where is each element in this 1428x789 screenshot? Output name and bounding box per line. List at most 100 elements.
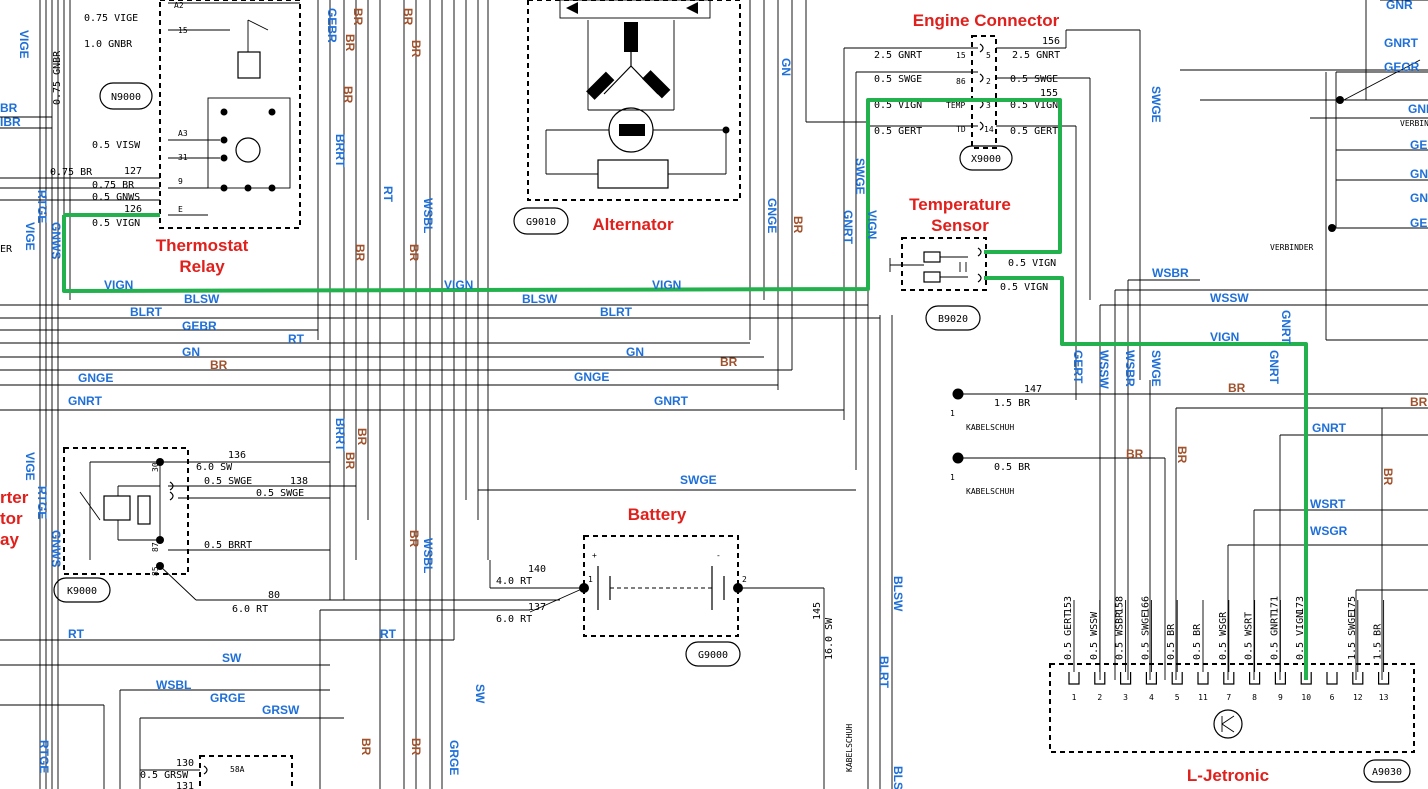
l-jetronic-wire-number: 153 — [1063, 596, 1074, 614]
middle-vertical-wires — [317, 0, 978, 789]
wire-label: SWGE — [1149, 350, 1163, 387]
wire-label: BR — [409, 40, 423, 58]
annotation: 147 — [1024, 384, 1042, 395]
annotation: 0.5 VIGN — [92, 218, 140, 229]
annotation: 0.5 GERT — [1010, 126, 1058, 137]
l-jetronic-pin-number: 11 — [1198, 693, 1208, 702]
annotation: VERBINDER — [1270, 243, 1314, 252]
l-jetronic-pin-number: 3 — [1123, 693, 1128, 702]
l-jetronic-wire-label: 0.5 GNRT — [1269, 612, 1280, 660]
wire-label: RTGE — [37, 740, 51, 773]
battery-label: Battery — [628, 505, 687, 524]
pin-3: 3 — [986, 101, 991, 110]
thermostat-relay-label-2: Relay — [179, 257, 225, 276]
annotation: 0.75 BR — [50, 167, 93, 178]
l-jetronic-pin-number: 8 — [1252, 693, 1257, 702]
b9020-badge — [925, 305, 981, 331]
annotation: 0.75 GNBR — [52, 50, 63, 105]
wire-label: SW — [473, 684, 487, 704]
annotation: 0.5 GERT — [874, 126, 922, 137]
annotation: 0.5 GNWS — [92, 192, 140, 203]
wire-label: SWGE — [853, 158, 867, 195]
annotation: 1.5 BR — [994, 398, 1031, 409]
g9010-id: G9010 — [526, 217, 556, 228]
wire-label: GN — [182, 345, 200, 359]
wire-label: GN — [1410, 191, 1428, 205]
l-jetronic-wire-label: 1.5 SWGE — [1347, 612, 1358, 660]
wire-label: BLRT — [877, 656, 891, 689]
l-jetronic-pin-number: 10 — [1301, 693, 1311, 702]
wire-label: GEGR — [1384, 60, 1420, 74]
wire-label: VIGN — [865, 210, 879, 239]
pin-31: 31 — [178, 153, 188, 162]
annotation: 131 — [176, 781, 194, 789]
wire-label: VIGE — [23, 452, 37, 481]
wire-label: SW — [222, 651, 242, 665]
alternator: G9010 Alternator — [513, 0, 741, 235]
l-jetronic-pin — [1326, 672, 1338, 685]
wire-label: VIGE — [17, 30, 31, 59]
annotation: KABELSCHUH — [966, 487, 1014, 496]
annotation: 6.0 SW — [196, 462, 233, 473]
l-jetronic-pin — [1352, 672, 1364, 685]
wire-label: GERT — [1071, 350, 1085, 384]
k9000-badge — [53, 577, 111, 603]
l-jetronic-wire-label: 0.5 WSRT — [1244, 612, 1255, 660]
wire-label: GNRT — [68, 394, 103, 408]
battery: + - 1 2 G9000 Battery 4.0 RT 140 6.0 RT … — [489, 505, 854, 789]
wire-label: VIGN — [652, 278, 681, 292]
l-jetronic-pin-number: 7 — [1226, 693, 1231, 702]
l-jetronic-pin-number: 13 — [1379, 693, 1389, 702]
annotation: 126 — [124, 204, 142, 215]
annotation: KABELSCHUH — [845, 724, 854, 772]
annotation: 156 — [1042, 36, 1060, 47]
l-jetronic-wire-number: 171 — [1269, 596, 1280, 614]
wire-label: BR — [791, 216, 805, 234]
pin-1: 1 — [950, 473, 955, 482]
annotation: 155 — [1040, 88, 1058, 99]
engine-connector-label: Engine Connector — [913, 11, 1060, 30]
a9030-badge — [1363, 759, 1411, 783]
battery-pin-2: 2 — [742, 575, 747, 584]
pin-85: 85 — [151, 566, 160, 576]
annotation: VERBINDER — [1400, 119, 1428, 128]
battery-plus: + — [592, 551, 597, 560]
annotation: 0.5 VIGN — [1008, 258, 1056, 269]
l-jetronic-pin — [1300, 672, 1312, 685]
n9000-id: N9000 — [111, 92, 141, 103]
l-jetronic-wire-number: 158 — [1115, 596, 1126, 614]
alternator-label: Alternator — [592, 215, 674, 234]
wire-label: GNRT — [1279, 310, 1293, 345]
starter-relay-label-1: rter — [0, 488, 29, 507]
wire-label: VIGN — [1210, 330, 1239, 344]
annotation: 0.5 SWGE — [1010, 74, 1058, 85]
l-jetronic-pin-number: 2 — [1097, 693, 1102, 702]
annotation: 0.5 SWGE — [256, 488, 304, 499]
annotation: 6.0 RT — [496, 614, 532, 625]
wire-label: WSBR — [1123, 350, 1137, 387]
wire-label: GNRT — [1384, 36, 1419, 50]
l-jetronic-pin-number: 1 — [1072, 693, 1077, 702]
wire-label: RT — [380, 627, 397, 641]
x9000-id: X9000 — [971, 154, 1001, 165]
wire-label: GE — [1410, 216, 1427, 230]
l-jetronic-wire-number: 175 — [1347, 596, 1358, 614]
l-jetronic-pin — [1378, 672, 1390, 685]
wire-label: GNR — [1386, 0, 1413, 12]
l-jetronic-wire-label: 0.5 WSBR — [1115, 611, 1126, 660]
l-jetronic-pin — [1145, 672, 1157, 685]
pin-9: 9 — [178, 177, 183, 186]
l-jetronic-pin — [1249, 672, 1261, 685]
pin-15: 15 — [178, 26, 188, 35]
wire-label: GNRT — [1408, 102, 1428, 116]
annotation: 138 — [290, 476, 308, 487]
l-jetronic-wire-label: 0.5 VIGN — [1295, 612, 1306, 660]
wire-label: BR — [210, 358, 228, 372]
wire-label: GRGE — [447, 740, 461, 775]
wire-label: BR — [1410, 395, 1428, 409]
annotation: 0.5 BR — [994, 462, 1031, 473]
